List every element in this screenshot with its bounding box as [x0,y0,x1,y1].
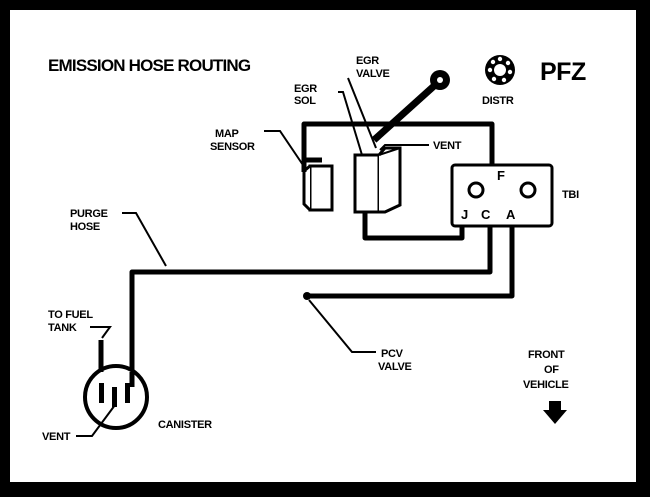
egr-valve-leader [347,77,377,149]
map-sensor-leader [264,130,306,169]
distr-label: DISTR [482,95,514,107]
engine-code-label: PFZ [540,58,586,86]
egr-valve-icon [371,70,450,143]
front-of-vehicle-label-line3: VEHICLE [523,379,569,391]
front-of-vehicle-label-line1: FRONT [528,349,565,361]
vent-bottom-leader [76,404,116,437]
purge-hose-leader [122,212,167,267]
pcv-valve-label-line2: VALVE [378,361,412,373]
map-sensor-label-line2: SENSOR [210,141,255,153]
egr-solenoid [353,146,402,214]
map-sensor [302,164,334,212]
diagram-title: EMISSION HOSE ROUTING [48,56,251,75]
tbi-label: TBI [562,189,579,201]
pcv-valve-label-line1: PCV [381,348,404,360]
vent-top-leader [379,144,429,151]
egr-valve-label-line2: VALVE [356,68,390,80]
distributor-icon [485,55,515,85]
tbi-port-a: A [506,207,516,222]
to-fuel-tank-label-line1: TO FUEL [48,309,93,321]
pcv-hose [308,226,515,299]
egr-valve-label-line1: EGR [356,55,379,67]
pcv-valve-icon [303,292,311,300]
purge-hose-label-line2: HOSE [70,221,100,233]
vacuum-hose-loop [301,121,495,172]
vent-label-bottom: VENT [42,431,71,443]
tbi-port-j: J [461,207,468,222]
egr-sol-label-line2: SOL [294,95,316,107]
tbi-port-c: C [481,207,491,222]
pcv-valve-leader [308,299,376,353]
map-sensor-label-line1: MAP [215,128,239,140]
front-arrow-icon [543,401,567,424]
canister-label: CANISTER [158,419,212,431]
front-of-vehicle-label-line2: OF [544,364,559,376]
egr-sol-label-line1: EGR [294,83,317,95]
charcoal-canister [83,364,149,430]
tbi-port-f: F [497,168,505,183]
vent-label-top: VENT [433,140,462,152]
egr-sol-to-tbi-hose [362,212,465,241]
purge-hose-label-line1: PURGE [70,208,108,220]
egr-sol-leader [338,91,363,156]
to-fuel-tank-leader [90,326,112,339]
tbi-unit [450,163,554,228]
purge-hose [129,226,493,372]
to-fuel-tank-label-line2: TANK [48,322,77,334]
